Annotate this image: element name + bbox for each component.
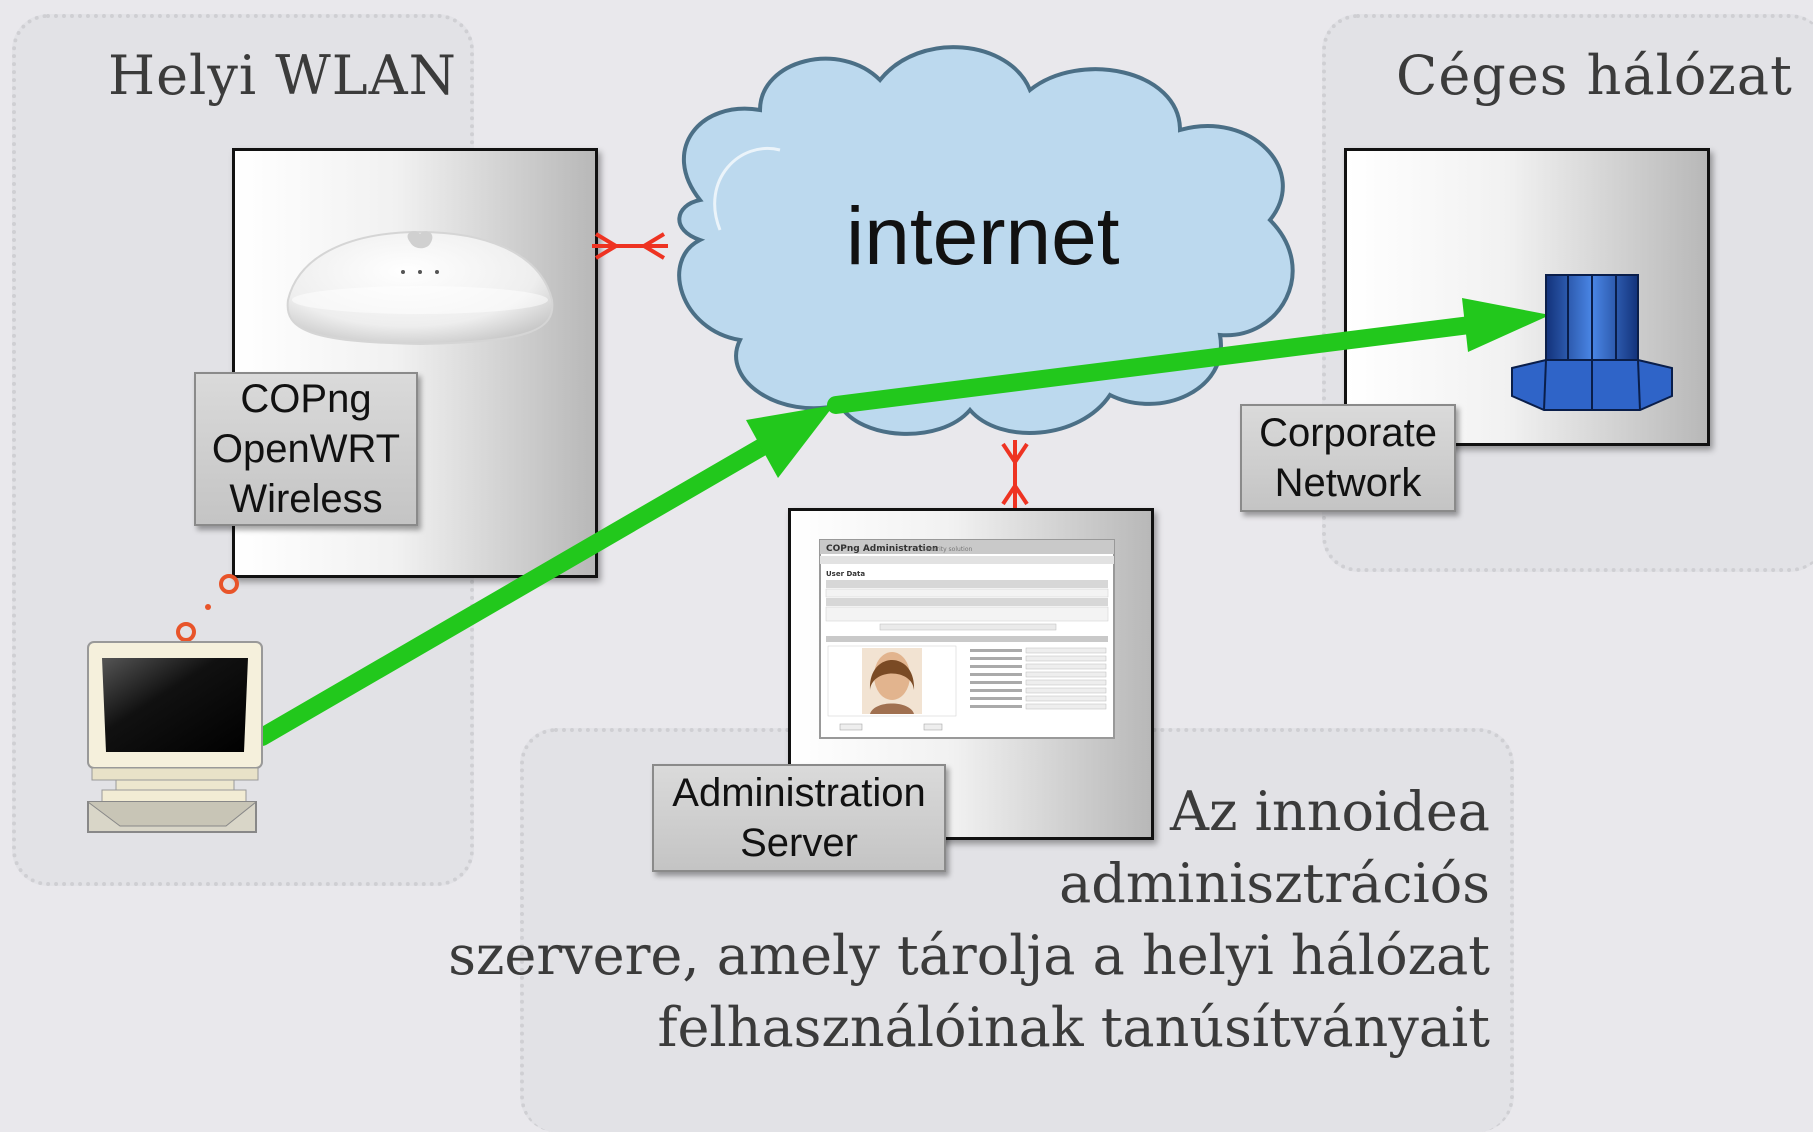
diagram-canvas: COPng Administration Security solution U…: [87, 45, 1673, 833]
screenshot-title: COPng Administration: [826, 544, 938, 554]
description-text: Az innoidea adminisztrációs szervere, am…: [448, 780, 1490, 1059]
link-marker-router: [592, 232, 668, 260]
screenshot-subtitle: Security solution: [922, 546, 973, 553]
admin-web-screenshot: COPng Administration Security solution U…: [819, 539, 1115, 739]
vpn-connection-line: [253, 298, 1550, 746]
admin-server-label: Administration Server: [652, 764, 946, 872]
corporate-server-icon: [1511, 274, 1673, 411]
router-label-text: COPng OpenWRT Wireless: [211, 377, 401, 521]
corporate-title: Céges hálózat: [1396, 44, 1793, 107]
internet-cloud-icon: [677, 45, 1295, 436]
corporate-network-label-text: Corporate Network: [1259, 411, 1437, 505]
airport-router-icon: [286, 230, 554, 346]
corporate-network-label: Corporate Network: [1240, 404, 1456, 512]
local-wlan-title: Helyi WLAN: [108, 44, 457, 107]
desktop-computer-icon: [87, 641, 263, 833]
router-label: COPng OpenWRT Wireless: [194, 372, 418, 526]
link-marker-admin: [1001, 440, 1029, 508]
admin-server-label-text: Administration Server: [672, 771, 926, 865]
internet-label: internet: [846, 191, 1120, 282]
screenshot-section: User Data: [826, 570, 865, 578]
wireless-signal-icon: [176, 574, 239, 642]
